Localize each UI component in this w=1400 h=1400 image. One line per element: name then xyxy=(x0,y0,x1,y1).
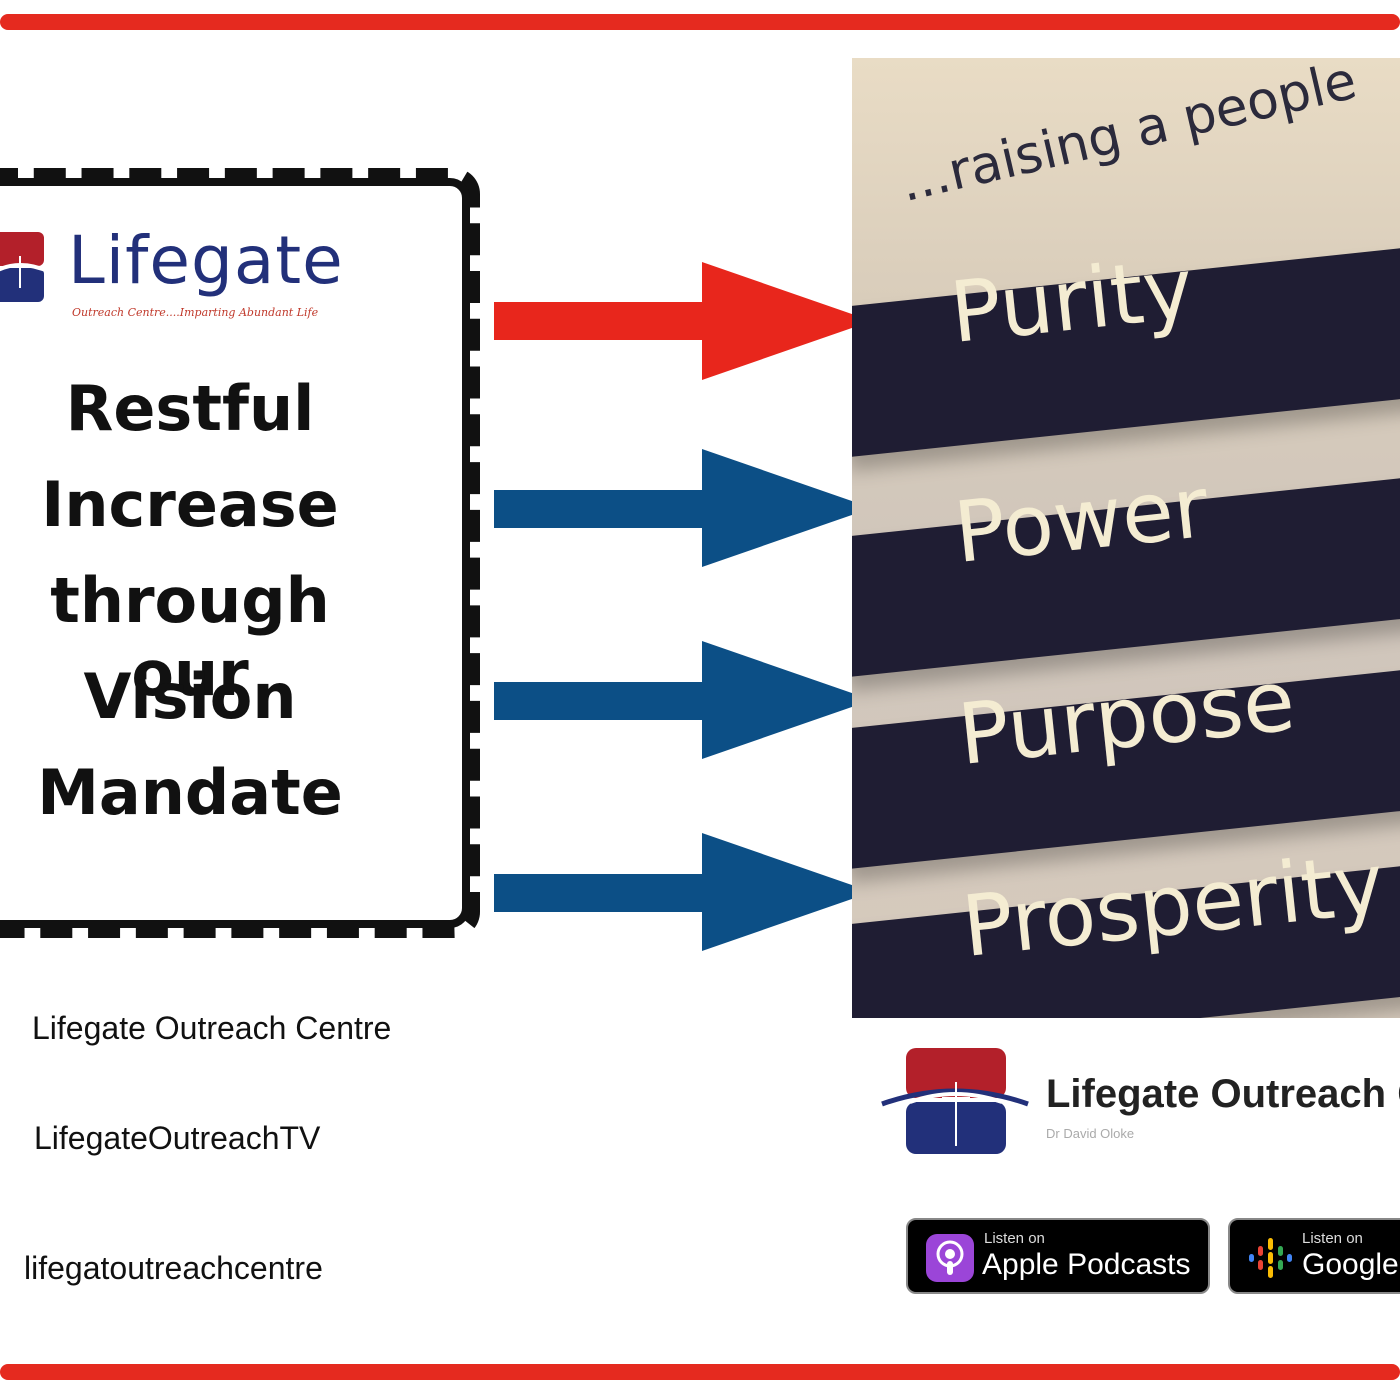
google-podcasts-icon xyxy=(1249,1238,1292,1278)
vision-title-line-1: Restful xyxy=(65,372,315,445)
podcast-title: Lifegate Outreach C xyxy=(1046,1072,1400,1116)
instagram-handle[interactable]: lifegatoutreachcentre xyxy=(24,1250,323,1286)
vision-pillars-image: ...raising a people Purity Power Purpose… xyxy=(852,58,1400,1018)
google-badge-big-text: Google xyxy=(1302,1248,1399,1281)
google-podcasts-badge[interactable]: Listen on Google xyxy=(1228,1218,1400,1294)
podcast-author: Dr David Oloke xyxy=(1046,1126,1135,1141)
apple-badge-big-text: Apple Podcasts xyxy=(982,1248,1191,1281)
logo-tagline: Outreach Centre....Imparting Abundant Li… xyxy=(72,306,319,319)
vision-frame xyxy=(0,168,480,938)
vision-title-line-5: Mandate xyxy=(37,756,343,829)
podcast-logo-icon xyxy=(881,1048,1029,1154)
bottom-red-border xyxy=(0,1364,1400,1380)
top-red-border xyxy=(0,14,1400,30)
facebook-handle[interactable]: Lifegate Outreach Centre xyxy=(32,1010,392,1046)
arrow-prosperity xyxy=(494,833,872,951)
apple-badge-small-text: Listen on xyxy=(984,1230,1045,1247)
vision-frame-inner xyxy=(0,178,470,928)
apple-podcasts-badge[interactable]: Listen on Apple Podcasts xyxy=(906,1218,1210,1294)
logo-wordmark: Lifegate xyxy=(68,222,344,299)
apple-podcasts-icon xyxy=(926,1234,974,1282)
youtube-handle[interactable]: LifegateOutreachTV xyxy=(34,1120,321,1156)
vision-title-line-2: Increase xyxy=(41,468,339,541)
vision-title-line-3: through our xyxy=(50,564,330,710)
lifegate-logo-icon xyxy=(0,232,50,302)
arrow-purity xyxy=(494,262,872,380)
arrow-power xyxy=(494,449,872,567)
raising-heading: ...raising a people xyxy=(894,58,1363,214)
vision-title-line-4: Vision xyxy=(83,660,297,733)
google-badge-small-text: Listen on xyxy=(1302,1230,1363,1247)
arrow-purpose xyxy=(494,641,872,759)
